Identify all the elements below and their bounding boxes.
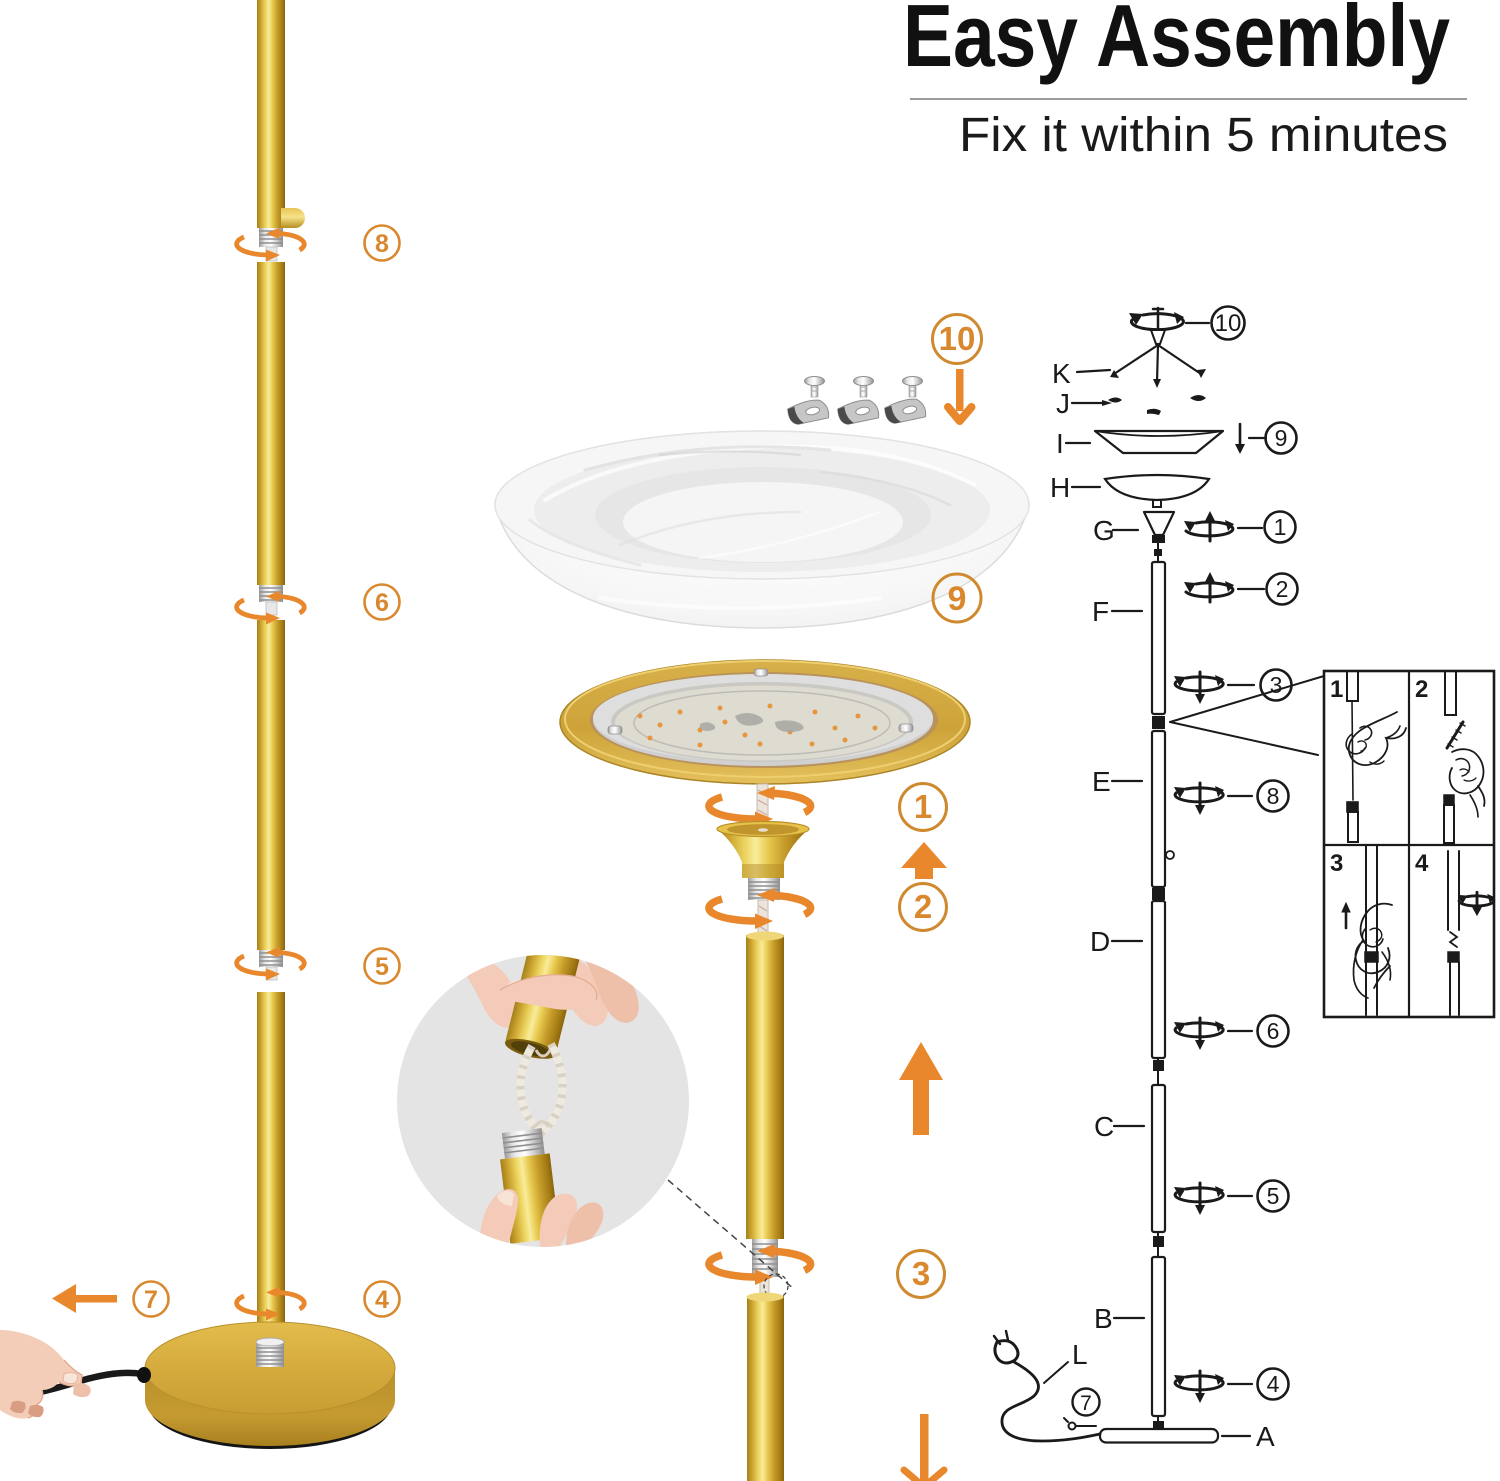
svg-text:A: A — [1256, 1421, 1275, 1452]
svg-text:L: L — [1072, 1339, 1088, 1370]
svg-text:1: 1 — [914, 788, 932, 825]
svg-text:F: F — [1092, 596, 1109, 627]
svg-text:6: 6 — [1267, 1018, 1280, 1044]
svg-text:10: 10 — [1215, 310, 1242, 337]
svg-text:8: 8 — [1267, 783, 1280, 809]
svg-text:6: 6 — [375, 589, 389, 617]
svg-text:7: 7 — [1080, 1392, 1092, 1415]
svg-text:C: C — [1094, 1111, 1114, 1142]
svg-text:J: J — [1056, 388, 1070, 419]
svg-text:5: 5 — [1267, 1183, 1280, 1209]
svg-text:1: 1 — [1274, 514, 1287, 540]
svg-text:K: K — [1052, 358, 1071, 389]
svg-text:9: 9 — [948, 580, 967, 618]
svg-text:2: 2 — [1415, 676, 1428, 703]
svg-text:4: 4 — [375, 1286, 389, 1314]
svg-text:4: 4 — [1415, 850, 1429, 877]
svg-text:9: 9 — [1275, 425, 1288, 451]
svg-text:D: D — [1090, 926, 1110, 957]
svg-text:2: 2 — [1276, 576, 1289, 602]
svg-text:E: E — [1092, 766, 1111, 797]
svg-text:Fix it within 5 minutes: Fix it within 5 minutes — [959, 109, 1448, 162]
svg-text:G: G — [1093, 515, 1115, 546]
svg-text:8: 8 — [375, 230, 389, 258]
svg-text:3: 3 — [1270, 672, 1283, 698]
svg-text:1: 1 — [1330, 676, 1343, 703]
svg-text:I: I — [1056, 428, 1064, 459]
svg-text:2: 2 — [914, 888, 932, 925]
svg-text:Easy Assembly: Easy Assembly — [903, 0, 1450, 85]
svg-text:3: 3 — [1330, 850, 1343, 877]
svg-text:4: 4 — [1267, 1371, 1280, 1397]
svg-text:3: 3 — [912, 1255, 930, 1292]
svg-text:7: 7 — [144, 1286, 158, 1314]
svg-text:5: 5 — [375, 953, 389, 981]
svg-text:10: 10 — [939, 320, 976, 357]
svg-text:H: H — [1050, 472, 1070, 503]
svg-text:B: B — [1094, 1303, 1113, 1334]
